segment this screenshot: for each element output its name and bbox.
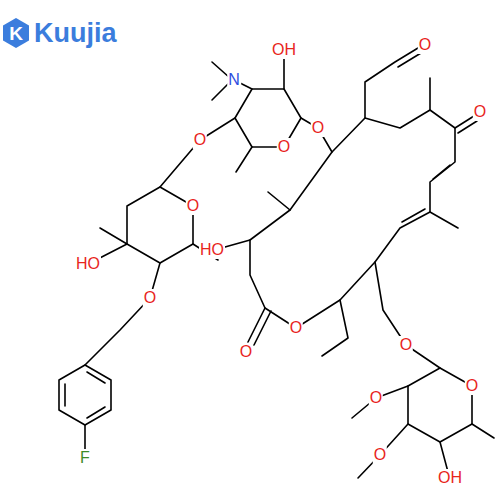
atom-label: O <box>193 131 207 149</box>
atom-label: N <box>227 71 241 89</box>
atom-label: HO <box>199 241 225 259</box>
atom-label: O <box>473 103 487 121</box>
atom-label: O <box>418 36 432 54</box>
atom-label: O <box>369 389 383 407</box>
atom-label: O <box>143 289 157 307</box>
logo-letter: K <box>9 24 23 43</box>
bond-lines <box>59 48 494 478</box>
atom-label: O <box>289 319 303 337</box>
watermark-logo-text: Kuujia <box>34 20 117 47</box>
atom-label: O <box>399 336 413 354</box>
atom-label: O <box>277 138 291 156</box>
atom-label: O <box>373 446 387 464</box>
atom-label: F <box>79 449 91 467</box>
atom-label: O <box>186 197 200 215</box>
atom-label: O <box>239 343 253 361</box>
atom-label: HO <box>75 255 101 273</box>
atom-label: O <box>311 119 325 137</box>
atom-label: O <box>465 377 479 395</box>
atom-label: OH <box>437 469 463 487</box>
atom-label: OH <box>271 41 297 59</box>
logo-hexagon <box>3 18 29 48</box>
